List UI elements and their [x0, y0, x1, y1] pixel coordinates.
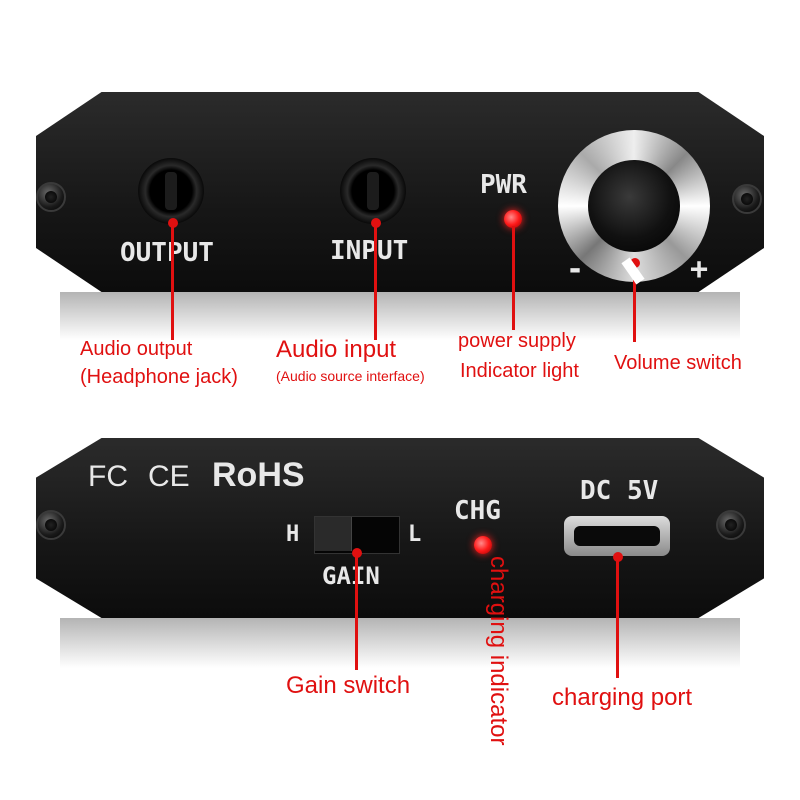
screw-left-bottom	[36, 510, 66, 540]
chg-label: CHG	[454, 496, 501, 526]
volume-plus-label: +	[690, 252, 709, 287]
gain-l-label: L	[408, 522, 422, 547]
power-subcaption: Indicator light	[460, 360, 579, 382]
audio-input-pointer-line	[374, 222, 377, 340]
gain-h-label: H	[286, 522, 300, 547]
volume-minus-label: -	[566, 252, 585, 287]
power-pointer-line	[512, 226, 515, 330]
screw-right-bottom	[716, 510, 746, 540]
volume-pointer-line	[633, 262, 636, 342]
audio-output-pointer-dot	[168, 218, 178, 228]
micro-usb-port[interactable]	[564, 516, 670, 556]
audio-input-caption: Audio input	[276, 336, 397, 363]
rohs-mark: RoHS	[212, 456, 305, 494]
audio-output-pointer-line	[171, 222, 174, 340]
gain-switch-caption: Gain switch	[286, 672, 411, 699]
audio-input-pointer-dot	[371, 218, 381, 228]
volume-pointer-dot	[630, 258, 640, 268]
gain-label: GAIN	[322, 562, 380, 590]
audio-output-caption: Audio output	[80, 338, 193, 360]
charging-port-pointer-dot	[613, 552, 623, 562]
output-jack	[138, 158, 204, 224]
dc-5v-label: DC 5V	[580, 476, 659, 506]
charging-indicator-caption: charging indicator	[485, 556, 512, 746]
screw-right-top	[732, 184, 762, 214]
charging-port-pointer-line	[616, 556, 619, 678]
screw-left-top	[36, 182, 66, 212]
power-caption: power supply	[458, 330, 576, 352]
volume-caption: Volume switch	[614, 352, 742, 374]
volume-knob[interactable]	[558, 130, 710, 282]
top-panel-reflection	[60, 292, 740, 340]
input-jack	[340, 158, 406, 224]
ce-mark: CE	[148, 460, 190, 493]
input-label: INPUT	[330, 236, 409, 266]
pwr-label: PWR	[480, 170, 527, 200]
gain-pointer-dot	[352, 548, 362, 558]
gain-pointer-line	[355, 552, 358, 670]
output-label: OUTPUT	[120, 238, 214, 268]
fc-mark: FC	[88, 460, 128, 493]
audio-input-subcaption: (Audio source interface)	[276, 368, 425, 384]
charging-led	[474, 536, 492, 554]
charging-port-caption: charging port	[552, 684, 693, 711]
bottom-panel-reflection	[60, 618, 740, 668]
audio-output-subcaption: (Headphone jack)	[80, 366, 238, 388]
power-led	[504, 210, 522, 228]
